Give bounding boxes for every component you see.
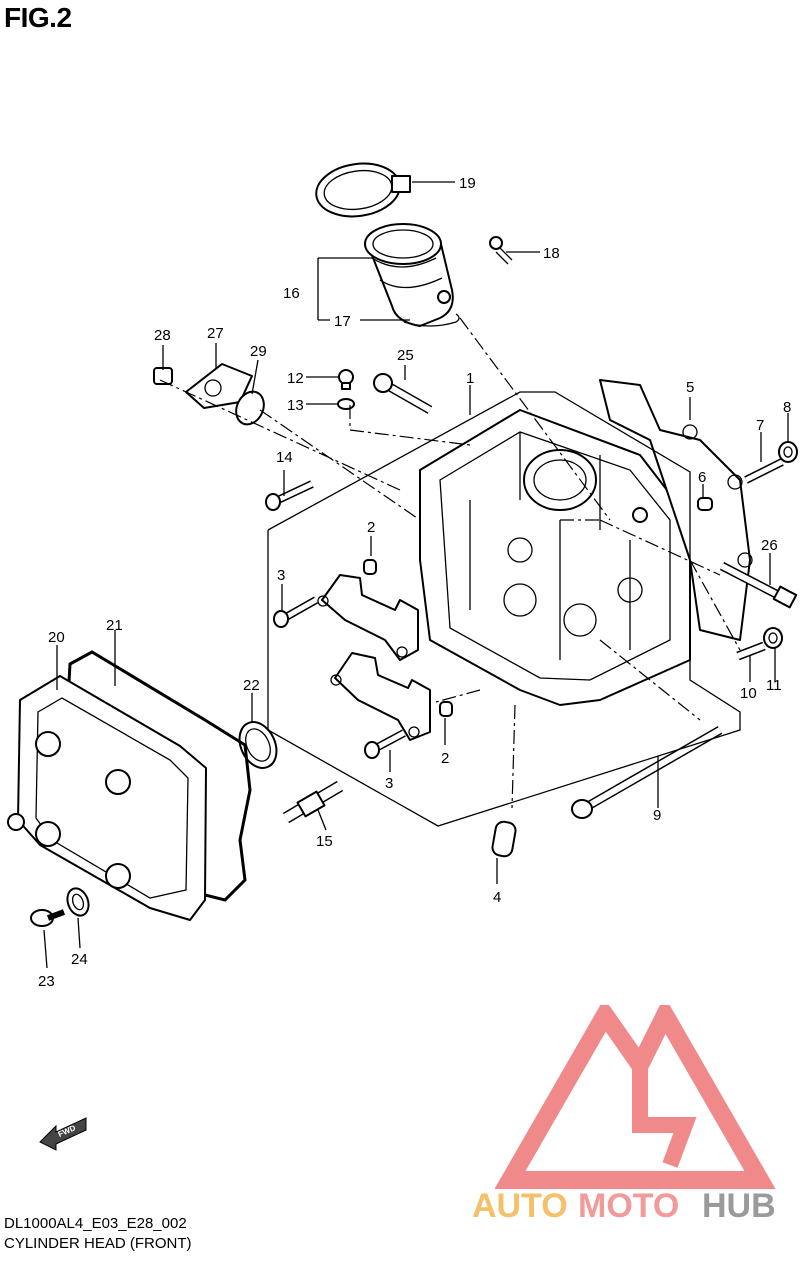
callout-17: 17: [334, 313, 351, 330]
bolt-25: [373, 373, 433, 414]
camshaft-holder-lower: [330, 652, 431, 741]
o-ring-29: [235, 390, 265, 426]
callout-10: 10: [740, 685, 757, 702]
callout-22: 22: [243, 677, 260, 694]
cylinder-head-cover: [7, 675, 207, 921]
callout-19: 19: [459, 175, 476, 192]
washer-11: [763, 627, 783, 649]
cover-bolt-23: [30, 909, 66, 927]
callout-24: 24: [71, 951, 88, 968]
callout-25: 25: [397, 347, 414, 364]
hose-clamp: [315, 162, 411, 218]
dowel-pin-2b: [439, 701, 453, 717]
leader-lines: [43, 181, 789, 969]
dowel-pin-4: [491, 820, 517, 858]
dowel-pin-head: [697, 497, 713, 511]
callout-20: 20: [48, 629, 65, 646]
callout-14: 14: [276, 449, 293, 466]
intake-pipe: [364, 223, 454, 327]
callout-7: 7: [756, 417, 764, 434]
screw-intake: [489, 236, 513, 265]
callout-13: 13: [287, 397, 304, 414]
bolt-3b: [364, 729, 406, 759]
brand-moto: MOTO: [578, 1187, 679, 1225]
callout-27: 27: [207, 325, 224, 342]
callout-9: 9: [653, 807, 661, 824]
brand-auto: AUTO: [472, 1187, 568, 1225]
callout-8: 8: [783, 399, 791, 416]
stud-bolt-7: [744, 458, 784, 484]
cover-washer-24: [66, 887, 90, 917]
bolt-12: [338, 369, 354, 390]
spark-plug: [282, 780, 344, 824]
o-ring-intake: [403, 313, 460, 327]
diagram-code: DL1000AL4_E03_E28_002: [4, 1215, 187, 1232]
assembly-frame: [267, 391, 741, 827]
automotohub-logo-icon: [494, 1005, 776, 1189]
nut-8: [778, 441, 798, 463]
callout-12: 12: [287, 370, 304, 387]
callout-16: 16: [283, 285, 300, 302]
figure-footer: DL1000AL4_E03_E28_002 CYLINDER HEAD (FRO…: [4, 1214, 192, 1254]
camshaft-holder-upper: [317, 574, 419, 661]
callout-15: 15: [316, 833, 333, 850]
callout-21: 21: [106, 617, 123, 634]
callout-29: 29: [250, 343, 267, 360]
bolt-14: [265, 480, 314, 511]
long-bolt-9: [571, 726, 723, 819]
bolt-10: [736, 641, 766, 661]
callout-28: 28: [154, 327, 171, 344]
dowel-pin-2a: [363, 559, 377, 575]
callout-6: 6: [698, 469, 706, 486]
cap-27: [185, 363, 253, 409]
figure-title: FIG.2: [4, 2, 72, 33]
head-gasket: [599, 379, 753, 641]
callout-2a: 2: [367, 519, 375, 536]
callout-26: 26: [761, 537, 778, 554]
callout-2b: 2: [441, 750, 449, 767]
brand-hub: HUB: [702, 1187, 776, 1225]
cylinder-head: [419, 409, 691, 706]
callout-labels: 19 18 16 17 28 27 29 12 13 25 1 5 7 8 6 …: [38, 175, 791, 990]
bolt-3a: [273, 596, 318, 628]
dashed-lines: [159, 317, 741, 809]
callout-11: 11: [766, 677, 782, 694]
bolt-26: [719, 562, 798, 609]
fwd-arrow-icon: FWD: [39, 1117, 87, 1151]
callout-4: 4: [493, 889, 501, 906]
callout-5: 5: [686, 379, 694, 396]
callout-23: 23: [38, 973, 55, 990]
plug-seal: [238, 721, 278, 769]
callout-3b: 3: [385, 775, 393, 792]
callout-1: 1: [466, 370, 474, 387]
washer-13: [337, 398, 355, 410]
automotohub-watermark: AUTO MOTO HUB: [472, 1005, 776, 1225]
diagram-caption: CYLINDER HEAD (FRONT): [4, 1235, 192, 1252]
callout-18: 18: [543, 245, 560, 262]
callout-3a: 3: [277, 567, 285, 584]
